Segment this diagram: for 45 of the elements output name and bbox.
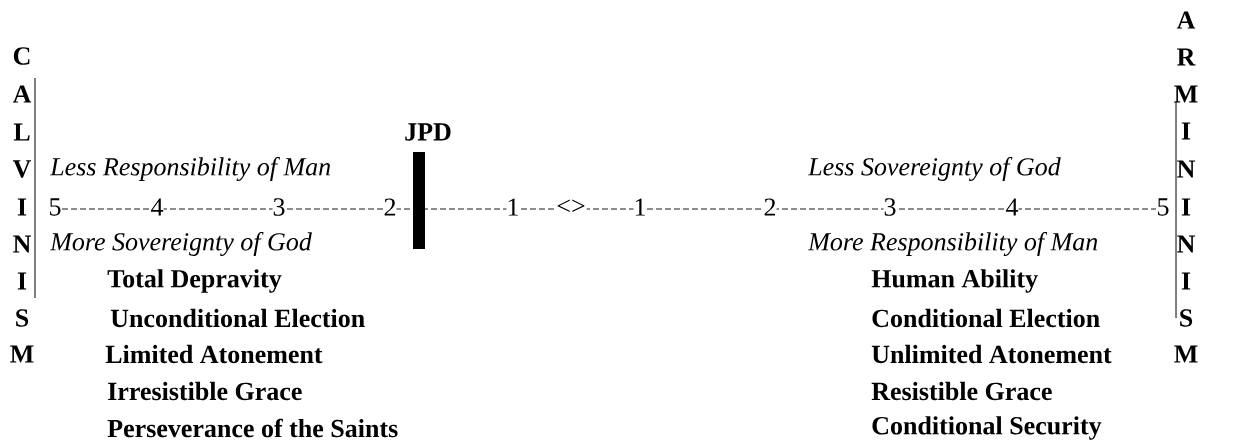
doctrine-label: Unconditional Election: [110, 308, 365, 328]
vertical-letter: L: [13, 123, 30, 141]
doctrine-label: Unlimited Atonement: [871, 344, 1112, 364]
doctrine-label: Human Ability: [871, 269, 1038, 293]
vertical-letter: M: [1174, 85, 1198, 103]
doctrine-label: Total Depravity: [107, 269, 282, 293]
scale-number: 3: [272, 198, 286, 216]
vertical-letter: A: [1176, 11, 1196, 29]
vertical-letter: M: [1174, 345, 1198, 363]
scale-caption: Less Responsibility of Man: [49, 157, 331, 181]
scale-number: 4: [150, 198, 164, 216]
vertical-letter: V: [12, 160, 32, 178]
vertical-letter: I: [17, 198, 27, 216]
vertical-letter: S: [1180, 309, 1193, 327]
doctrine-label: Conditional Security: [872, 416, 1102, 440]
vertical-letter: C: [13, 47, 30, 65]
scale-caption: More Responsibility of Man: [807, 232, 1098, 256]
vertical-letter: I: [17, 272, 27, 290]
doctrine-label: Irresistible Grace: [108, 381, 302, 401]
doctrine-label: Conditional Election: [872, 308, 1100, 328]
scale-number: 5: [1156, 198, 1170, 216]
vertical-letter: A: [12, 85, 32, 103]
scale-number: 3: [883, 198, 897, 216]
vertical-letter: S: [16, 309, 29, 327]
scale-number: 2: [383, 198, 397, 216]
scale-number: 4: [1005, 198, 1019, 216]
doctrine-label: Perseverance of the Saints: [107, 418, 398, 438]
scale-caption: More Sovereignty of God: [49, 232, 312, 256]
vertical-letter: N: [13, 235, 32, 253]
scale-number: 1: [506, 198, 520, 216]
scale-caption: Less Sovereignty of God: [807, 157, 1061, 181]
vertical-letter: I: [1181, 122, 1191, 140]
vertical-letter: R: [1177, 48, 1196, 66]
scale-number: 2: [763, 198, 777, 216]
vertical-letter: N: [1177, 235, 1196, 253]
vertical-letter: M: [10, 345, 34, 363]
vertical-letter: I: [1181, 198, 1191, 216]
vertical-letter: I: [1181, 272, 1191, 290]
vertical-letter: N: [1177, 160, 1196, 178]
scale-number: 5: [48, 198, 62, 216]
doctrine-label: Limited Atonement: [105, 344, 323, 364]
scale-number: 1: [633, 198, 647, 216]
center-mark: <>: [555, 199, 587, 215]
heading: JPD: [405, 123, 451, 141]
doctrine-label: Resistible Grace: [871, 381, 1052, 401]
